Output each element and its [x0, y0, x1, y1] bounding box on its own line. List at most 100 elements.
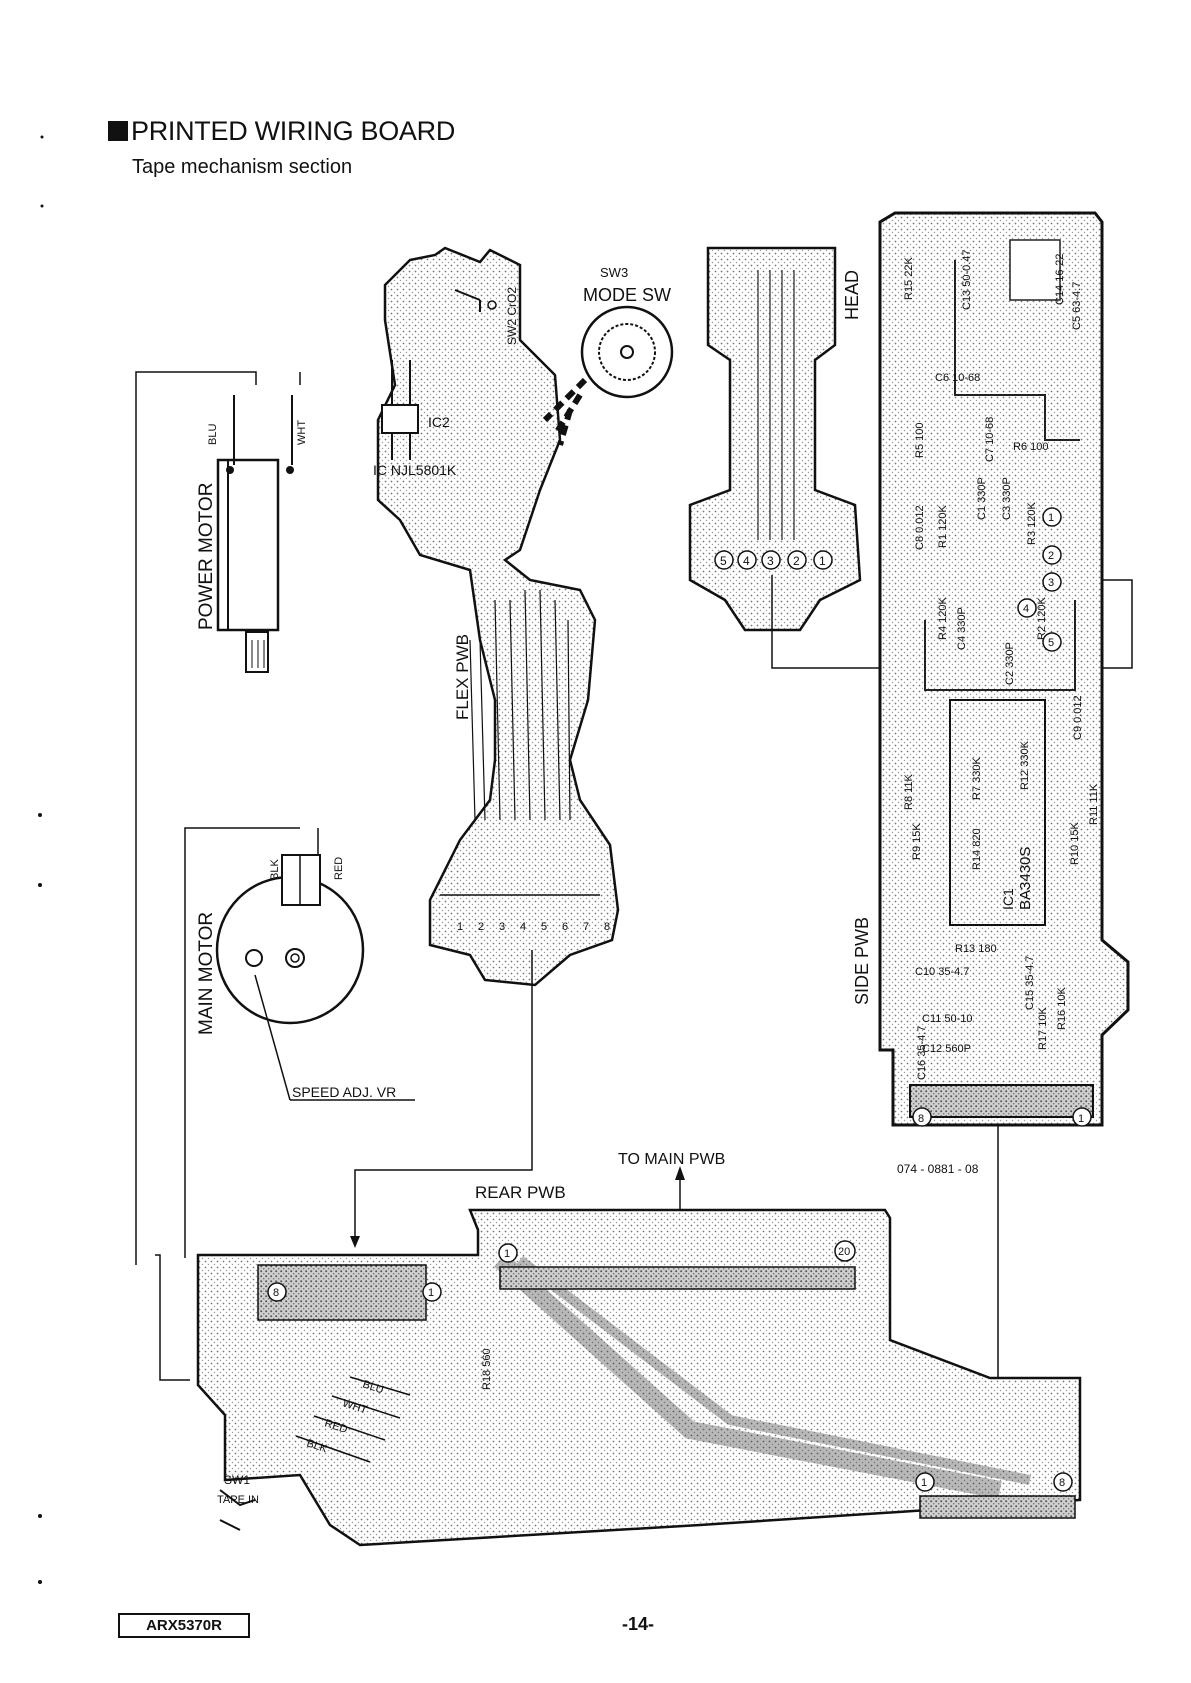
side-head-pin: 1	[1048, 512, 1054, 524]
component-label: R7 330K	[971, 757, 983, 800]
main-motor-blk-label: BLK	[269, 859, 281, 880]
sw2-switch-icon	[454, 289, 481, 312]
tape-in-label: TAPE IN	[217, 1494, 259, 1506]
rear-pin-last-label: 20	[838, 1246, 850, 1258]
mode-switch	[542, 305, 674, 446]
flex-pin: 4	[520, 921, 526, 933]
ic1-part-label: BA3430S	[1017, 847, 1034, 910]
component-label: C2 330P	[1004, 642, 1016, 685]
main-motor-red-label: RED	[333, 857, 345, 880]
r18-label: R18 560	[481, 1348, 493, 1390]
flex-pwb-label: FLEX PWB	[453, 634, 472, 720]
sw3-label: SW3	[600, 265, 628, 280]
head-pin: 2	[793, 554, 800, 568]
component-label: R12 330K	[1019, 740, 1031, 790]
head-pin: 1	[819, 554, 826, 568]
rear-pwb-label: REAR PWB	[475, 1183, 566, 1202]
component-label: R10 15K	[1069, 822, 1081, 865]
side-pwb-label: SIDE PWB	[852, 917, 872, 1005]
component-label: C11 50-10	[922, 1013, 973, 1025]
component-label: C13 50-0.47	[961, 249, 973, 310]
head-pwb	[688, 246, 862, 632]
model-number: ARX5370R	[118, 1613, 250, 1638]
flex-pin: 2	[478, 921, 484, 933]
component-label: C3 330P	[1001, 477, 1013, 520]
power-motor-blu-label: BLU	[207, 424, 219, 445]
component-label: R3 120K	[1026, 502, 1038, 545]
component-label: C6 10-68	[935, 372, 980, 384]
side-connector-8-label: 8	[918, 1113, 924, 1125]
component-label: C10 35-4.7	[915, 966, 969, 978]
mode-sw-label: MODE SW	[583, 285, 671, 305]
sw2-label: SW2 CrO2	[505, 287, 519, 345]
rear-conn-1-label: 1	[428, 1287, 434, 1299]
side-pwb-connector: 8 1	[909, 1084, 1094, 1127]
page-number: -14-	[622, 1614, 655, 1634]
to-main-pwb-label: TO MAIN PWB	[618, 1151, 725, 1168]
side-head-pin: 3	[1048, 577, 1054, 589]
side-head-pin: 2	[1048, 550, 1054, 562]
side-connector-1-label: 1	[1078, 1113, 1084, 1125]
flex-pin: 7	[583, 921, 589, 933]
power-motor-label: POWER MOTOR	[196, 483, 217, 630]
flex-pwb	[376, 246, 620, 987]
ic-njl-label: IC NJL5801K	[373, 462, 457, 478]
ic2-body	[381, 404, 419, 434]
side-pwb	[878, 211, 1130, 1127]
head-pwb-outline	[688, 246, 862, 632]
component-label: R17 10K	[1037, 1007, 1049, 1050]
margin-marks	[38, 135, 44, 1584]
sw1-switch-icon	[219, 1489, 256, 1531]
head-pin: 5	[720, 554, 727, 568]
flex-pin: 1	[457, 921, 463, 933]
head-pin-labels: 5 4 3 2 1	[714, 550, 833, 570]
ic1-label: IC1	[1000, 888, 1016, 910]
component-label: C1 330P	[976, 477, 988, 520]
rear-pin-labels: 1 20 8 1 1 8	[267, 1240, 1073, 1492]
side-head-pin: 5	[1048, 637, 1054, 649]
speed-adj-label: SPEED ADJ. VR	[292, 1084, 396, 1100]
component-label: R13 180	[955, 943, 997, 955]
component-label: R14 820	[971, 828, 983, 870]
sw1-label: SW1	[224, 1473, 250, 1487]
component-label: R2 120K	[1036, 597, 1048, 640]
mode-switch-gear-icon	[598, 323, 656, 381]
rear-arrow-icon	[350, 1236, 360, 1248]
head-pin: 3	[767, 554, 774, 568]
flex-pin: 3	[499, 921, 505, 933]
page-title-text: PRINTED WIRING BOARD	[131, 116, 456, 146]
component-label: R6 100	[1013, 441, 1048, 453]
main-motor	[215, 854, 415, 1101]
component-label: C12 560P	[922, 1043, 971, 1055]
head-label: HEAD	[842, 270, 862, 320]
component-label: C4 330P	[956, 607, 968, 650]
component-label: R1 120K	[937, 505, 949, 548]
side-head-pin: 4	[1023, 603, 1029, 615]
component-label: C15 35-4.7	[1024, 956, 1036, 1010]
head-pin: 4	[743, 554, 750, 568]
rear-conn-8-label: 8	[273, 1287, 279, 1299]
ic2-label: IC2	[428, 414, 450, 430]
side-component-labels: R15 22K C13 50-0.47 C14 16-22 C5 63-4.7 …	[903, 249, 1100, 1080]
rear-pin-first-label: 1	[504, 1248, 510, 1260]
component-label: C5 63-4.7	[1071, 282, 1083, 330]
component-label: R4 120K	[937, 597, 949, 640]
to-main-arrow-icon	[675, 1166, 685, 1180]
component-label: C8 0.012	[914, 505, 926, 550]
title-square-icon	[108, 121, 128, 141]
component-label: R11 11K	[1088, 783, 1100, 825]
power-motor	[216, 395, 294, 673]
component-label: R8 11K	[903, 773, 915, 810]
page-title: PRINTED WIRING BOARD	[108, 116, 455, 147]
flex-pwb-outline	[376, 246, 620, 987]
main-motor-label: MAIN MOTOR	[196, 912, 217, 1035]
component-label: R5 100	[914, 423, 926, 458]
component-label: C16 35-4.7	[916, 1026, 928, 1080]
component-label: R9 15K	[911, 823, 923, 860]
power-motor-wht-label: WHT	[296, 420, 308, 445]
component-label: C9 0.012	[1072, 695, 1084, 740]
rear-side-1-label: 1	[921, 1477, 927, 1489]
board-number-label: 074 - 0881 - 08	[897, 1162, 979, 1176]
component-label: R16 10K	[1056, 987, 1068, 1030]
